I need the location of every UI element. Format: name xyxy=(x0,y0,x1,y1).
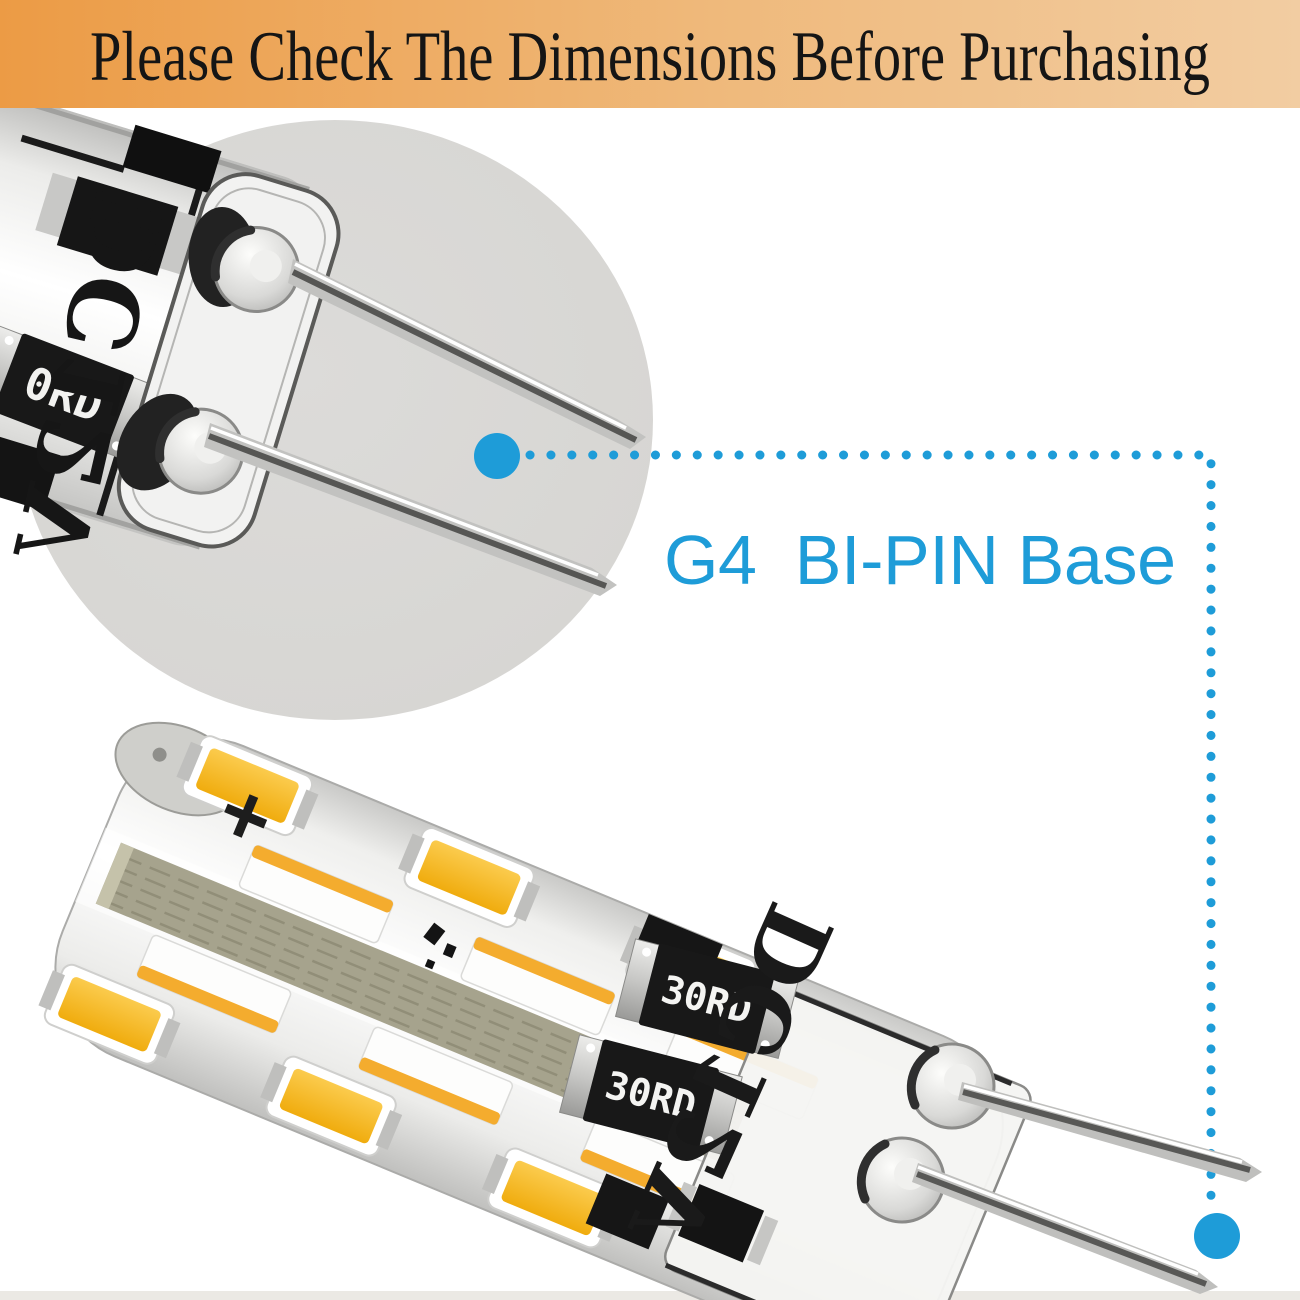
callout-dot-start xyxy=(474,433,520,479)
banner xyxy=(0,0,1300,108)
banner-title: Please Check The Dimensions Before Purch… xyxy=(90,18,1210,96)
inset-bulb-base: 0RD xyxy=(0,67,341,550)
main-resistor: 30RD xyxy=(558,1032,744,1157)
callout-label: G4 BI-PIN Base xyxy=(664,521,1176,599)
main-pins xyxy=(912,1082,1262,1294)
callout-dot-end xyxy=(1194,1213,1240,1259)
base-component-pad xyxy=(746,1215,779,1266)
bottom-edge-strip xyxy=(0,1291,1300,1300)
main-pin-boss xyxy=(910,1044,994,1128)
base-component-pad xyxy=(665,1181,697,1232)
inset-component-pad xyxy=(35,172,82,239)
inset-component-chip xyxy=(0,423,61,511)
base-component-chip xyxy=(585,1173,670,1250)
inset-component-chip xyxy=(56,176,179,276)
inset-pins xyxy=(204,259,646,596)
inset-component-pad xyxy=(154,209,202,276)
base-component-chip xyxy=(677,1183,765,1263)
main-bulb: + 30RD 30RD xyxy=(32,721,1032,1300)
inset-resistor: 0RD xyxy=(0,323,158,464)
main-resistor: 30RD xyxy=(614,936,800,1061)
inset-component-chip xyxy=(122,124,222,194)
callout-dotted-line xyxy=(525,450,1216,1209)
